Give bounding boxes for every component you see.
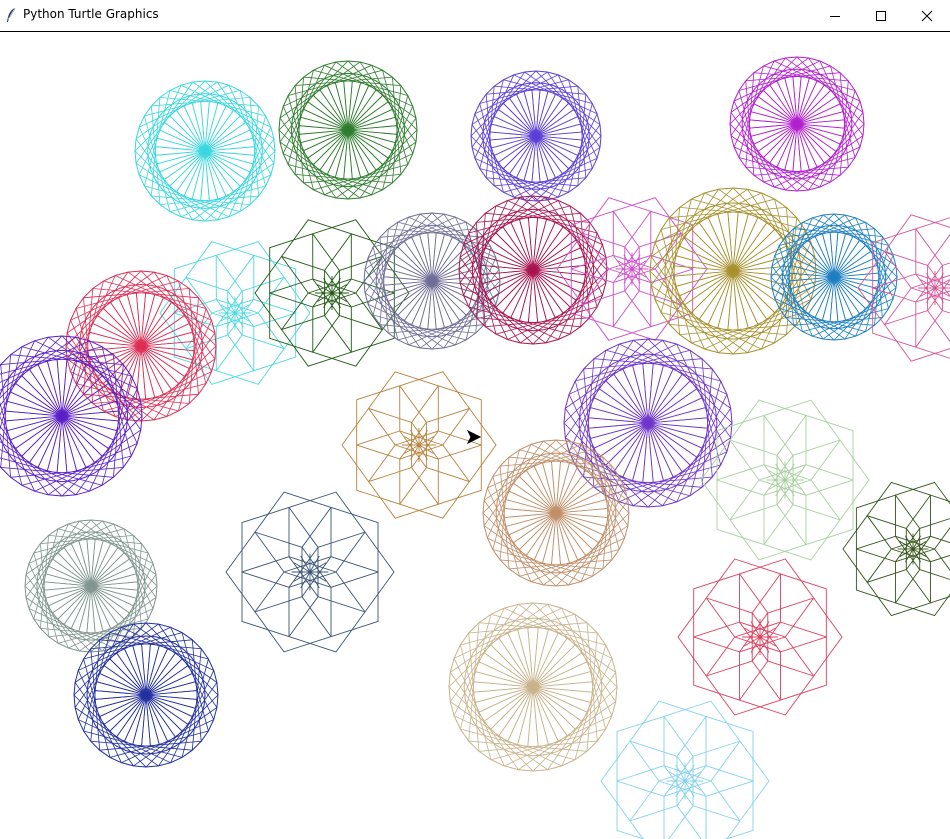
minimize-icon — [829, 10, 841, 22]
indigo-spirograph — [0, 335, 143, 497]
moss-rosette — [842, 481, 950, 617]
crimson-spirograph — [458, 195, 608, 345]
rose-rosette — [677, 558, 843, 716]
feather-icon — [5, 7, 17, 23]
maximize-button[interactable] — [858, 0, 904, 31]
graygreen-spirograph — [24, 519, 158, 653]
minimize-button[interactable] — [812, 0, 858, 31]
turtle-drawing — [0, 56, 950, 839]
hotpink-rosette — [857, 214, 950, 362]
purple-spirograph — [563, 338, 733, 508]
title-bar[interactable]: Python Turtle Graphics — [0, 0, 950, 32]
turquoise-rosette — [159, 241, 311, 385]
turtle-canvas[interactable] — [0, 33, 950, 839]
darkgreen-spirograph — [278, 60, 418, 200]
navy-spirograph — [73, 622, 219, 768]
blueviolet-spirograph — [470, 70, 602, 202]
cyan-spirograph — [134, 80, 276, 222]
bronze-rosette — [341, 371, 497, 519]
close-icon — [921, 10, 933, 22]
red-spirograph — [65, 270, 217, 422]
orchid-rosette — [556, 197, 708, 341]
arrow-cursor-icon — [466, 429, 482, 445]
tan-spirograph — [482, 439, 630, 587]
darkgreen-rosette — [254, 219, 410, 367]
skyblue-rosette — [600, 700, 770, 839]
maximize-icon — [875, 10, 887, 22]
slateblue-rosette — [225, 491, 395, 653]
window-title: Python Turtle Graphics — [23, 7, 159, 21]
close-button[interactable] — [904, 0, 950, 31]
sage-rosette — [700, 399, 870, 561]
beige-spirograph — [448, 602, 618, 772]
steelblue-spirograph — [770, 213, 898, 341]
slategray-spirograph — [363, 212, 501, 350]
olive-gold-spirograph — [649, 187, 817, 355]
magenta-spirograph — [729, 56, 865, 192]
